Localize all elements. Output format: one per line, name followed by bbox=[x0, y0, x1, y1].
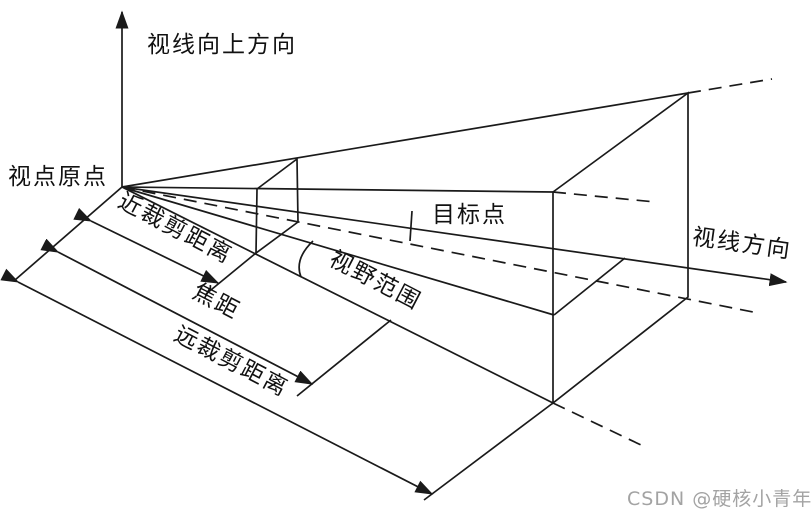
far-clip-plane bbox=[552, 91, 689, 405]
watermark-text: CSDN @硬核小青年 bbox=[627, 488, 811, 510]
up-axis-label: 视线向上方向 bbox=[147, 32, 297, 58]
far-plane-center-riser bbox=[553, 257, 626, 316]
frustum-edge-top-right bbox=[121, 92, 689, 188]
near-clip-plane bbox=[255, 157, 299, 255]
target-point-label: 目标点 bbox=[432, 202, 507, 228]
view-direction-line bbox=[121, 186, 788, 287]
frustum-edge-top-left bbox=[121, 186, 554, 193]
target-point-marker bbox=[409, 210, 413, 242]
frustum-edge-bottom-right-hidden bbox=[121, 186, 754, 313]
fov-angle-arc bbox=[298, 240, 314, 278]
focal-extension-line bbox=[296, 319, 392, 397]
far-clip-dimension-arrow bbox=[0, 268, 434, 495]
eye-origin-label: 视点原点 bbox=[8, 164, 108, 190]
far-clip-extension-line bbox=[423, 402, 554, 501]
far-clip-distance-label: 远裁剪距离 bbox=[170, 321, 293, 402]
field-of-view-label: 视野范围 bbox=[325, 246, 426, 315]
dashed-extension-bottom-left bbox=[552, 402, 642, 446]
dashed-extension-top-right bbox=[687, 78, 773, 94]
dashed-extension-top-left bbox=[552, 191, 656, 203]
focal-dimension-arrow bbox=[40, 238, 314, 385]
view-direction-label: 视线方向 bbox=[691, 224, 794, 264]
dimension-baseline bbox=[14, 186, 123, 281]
